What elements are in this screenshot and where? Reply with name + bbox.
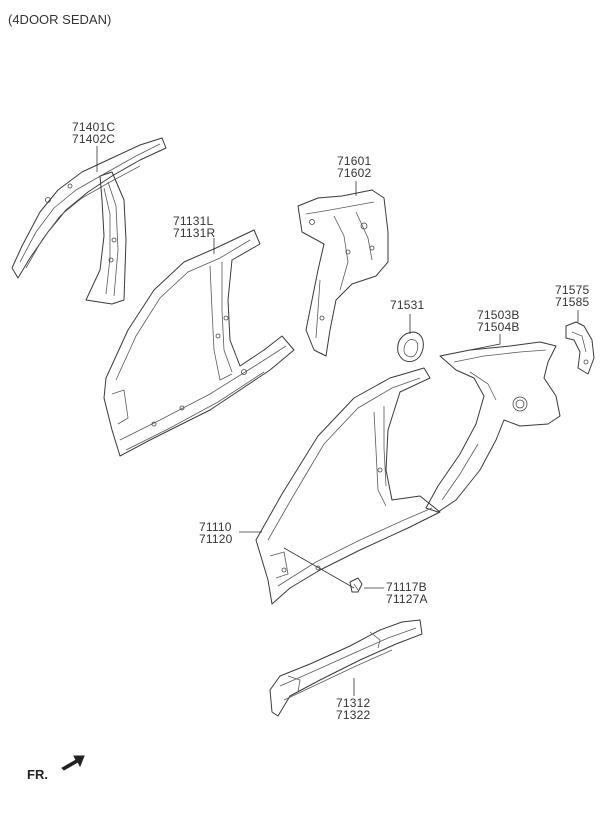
side-outer-panel-part[interactable] xyxy=(255,367,441,605)
part-code: 71504B xyxy=(477,320,520,334)
leader-line xyxy=(469,334,501,351)
roof-rail-part[interactable] xyxy=(11,137,167,305)
part-code: 71312 xyxy=(336,696,371,710)
reinforcement-bracket-part[interactable] xyxy=(349,577,363,593)
part-label-sill-panel[interactable]: 71312 71322 xyxy=(336,697,370,721)
rear-inner-panel-part[interactable] xyxy=(297,189,389,357)
part-code: 71585 xyxy=(555,295,590,309)
part-label-roof-rail[interactable]: 71401C 71402C xyxy=(72,121,115,145)
part-label-rear-bracket[interactable]: 71575 71585 xyxy=(555,284,589,308)
part-label-rear-inner-panel[interactable]: 71601 71602 xyxy=(337,155,371,179)
fuel-filler-housing-part[interactable] xyxy=(397,331,424,362)
part-code: 71131R xyxy=(173,226,216,240)
part-label-reinforcement-bracket[interactable]: 71117B 71127A xyxy=(386,581,428,605)
rear-bracket-part[interactable] xyxy=(565,321,595,375)
part-code: 71531 xyxy=(390,298,425,312)
part-code: 71127A xyxy=(386,592,428,606)
part-label-fuel-filler-housing[interactable]: 71531 xyxy=(390,299,424,311)
part-code: 71575 xyxy=(555,283,590,297)
part-code: 71117B xyxy=(386,580,427,594)
part-code: 71131L xyxy=(173,214,214,228)
variant-label: (4DOOR SEDAN) xyxy=(8,12,112,27)
sill-panel-part[interactable] xyxy=(269,619,423,717)
front-direction-arrow-icon xyxy=(61,755,85,771)
part-code: 71503B xyxy=(477,308,520,322)
part-label-side-outer-panel[interactable]: 71110 71120 xyxy=(199,521,232,545)
part-label-side-outer-inner[interactable]: 71131L 71131R xyxy=(173,215,215,239)
quarter-panel-part[interactable] xyxy=(425,341,561,513)
part-code: 71110 xyxy=(199,520,232,534)
part-label-quarter-panel[interactable]: 71503B 71504B xyxy=(477,309,520,333)
leader-line xyxy=(283,547,355,589)
part-code: 71322 xyxy=(336,708,371,722)
front-indicator-label: FR. xyxy=(27,767,48,782)
part-code: 71120 xyxy=(199,532,233,546)
part-code: 71601 xyxy=(337,154,372,168)
part-code: 71402C xyxy=(72,132,116,146)
part-code: 71602 xyxy=(337,166,372,180)
part-code: 71401C xyxy=(72,120,116,134)
side-outer-inner-part[interactable] xyxy=(103,229,295,457)
